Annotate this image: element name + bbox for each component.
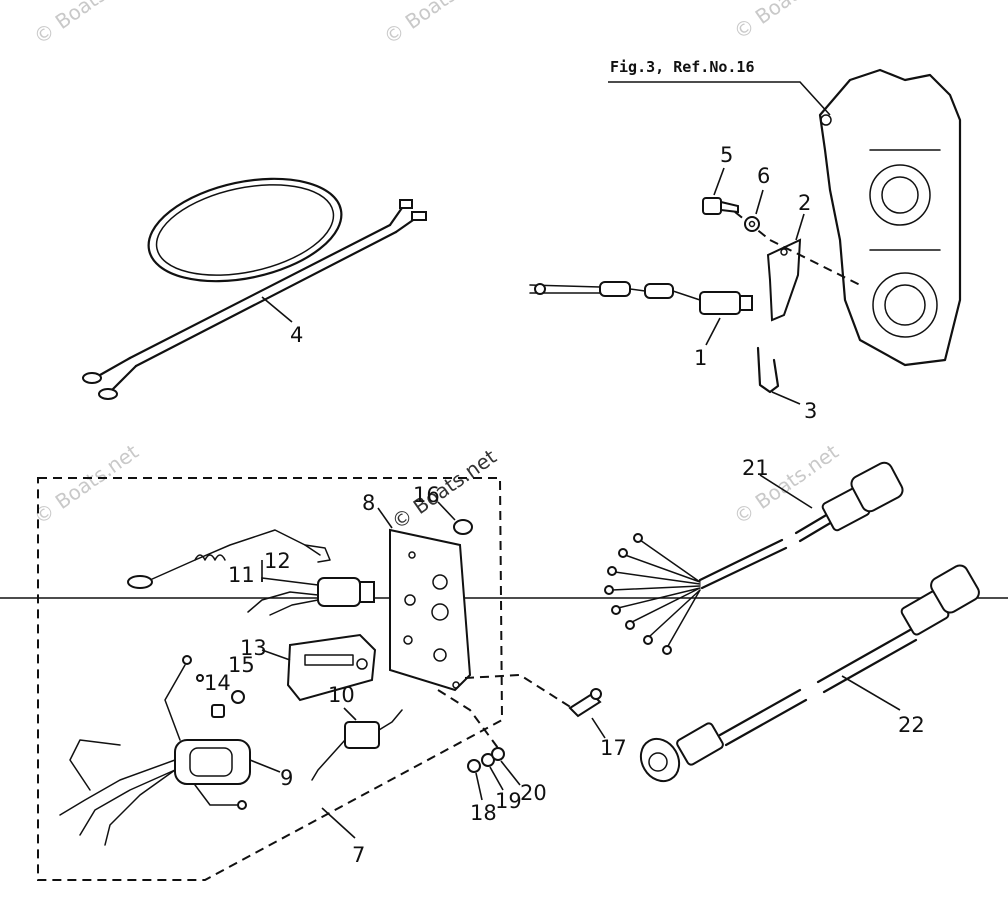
callout-19: 19 bbox=[495, 789, 522, 813]
part-21-extension-harness bbox=[604, 461, 904, 655]
watermark: © Boats.net bbox=[379, 0, 493, 49]
callout-13: 13 bbox=[240, 636, 267, 660]
part-2-bracket bbox=[766, 238, 802, 322]
callout-17: 17 bbox=[600, 736, 627, 760]
leader-16 bbox=[437, 501, 456, 521]
callout-10: 10 bbox=[328, 683, 355, 707]
leader-1 bbox=[705, 317, 721, 346]
leader-11 bbox=[261, 577, 319, 586]
callout-8: 8 bbox=[362, 491, 375, 515]
part-3-clip bbox=[756, 346, 780, 394]
leader-7 bbox=[321, 807, 356, 839]
callout-2: 2 bbox=[798, 191, 811, 215]
part-17-bolt bbox=[568, 688, 602, 718]
part-9-main-switch bbox=[59, 655, 251, 846]
assembly-line bbox=[437, 689, 499, 749]
watermark-layer: © Boats.net © Boats.net © Boats.net © Bo… bbox=[29, 0, 843, 534]
part-5-bolt bbox=[702, 197, 739, 215]
leader-3 bbox=[771, 391, 801, 405]
callout-22: 22 bbox=[898, 713, 925, 737]
part-13-switch-bracket bbox=[286, 633, 377, 702]
callout-4: 4 bbox=[290, 323, 303, 347]
part-20-washer bbox=[491, 747, 505, 761]
reference-note-leader bbox=[608, 81, 831, 116]
part-8-panel-plate bbox=[389, 528, 472, 692]
callout-20: 20 bbox=[520, 781, 547, 805]
callout-7: 7 bbox=[352, 843, 365, 867]
callout-5: 5 bbox=[720, 143, 733, 167]
leader-2 bbox=[795, 213, 805, 241]
callout-9: 9 bbox=[280, 766, 293, 790]
callout-1: 1 bbox=[694, 346, 707, 370]
part-18-nut bbox=[467, 759, 481, 773]
leader-20 bbox=[500, 760, 521, 786]
leader-13 bbox=[261, 649, 291, 661]
callout-21: 21 bbox=[742, 456, 769, 480]
leader-22 bbox=[841, 675, 901, 711]
leader-19 bbox=[489, 766, 504, 791]
leader-18 bbox=[475, 772, 483, 801]
leader-21 bbox=[759, 474, 813, 509]
part-4-wire-lead bbox=[82, 177, 427, 400]
callout-16: 16 bbox=[413, 483, 440, 507]
part-6-washer bbox=[744, 216, 760, 232]
part-12-lanyard bbox=[127, 529, 331, 589]
watermark: © Boats.net bbox=[729, 0, 843, 44]
callout-3: 3 bbox=[804, 399, 817, 423]
callout-18: 18 bbox=[470, 801, 497, 825]
part-19-washer bbox=[481, 753, 495, 767]
part-16-grommet bbox=[453, 519, 473, 535]
part-10-neutral-switch bbox=[311, 709, 403, 781]
reference-note: Fig.3, Ref.No.16 bbox=[610, 58, 755, 76]
leader-8 bbox=[377, 507, 393, 529]
watermark: © Boats.net bbox=[387, 444, 501, 534]
leader-9 bbox=[249, 759, 281, 773]
leader-6 bbox=[755, 189, 764, 215]
leader-5 bbox=[713, 167, 725, 196]
leader-4 bbox=[261, 296, 293, 323]
assembly-line bbox=[464, 673, 573, 709]
callout-11: 11 bbox=[228, 563, 255, 587]
callout-15: 15 bbox=[228, 653, 255, 677]
callout-6: 6 bbox=[757, 164, 770, 188]
engine-block-outline bbox=[818, 68, 962, 367]
part-22-extension-cable bbox=[639, 564, 980, 783]
part-1-thermo-switch bbox=[529, 281, 753, 315]
leader-10 bbox=[343, 707, 357, 721]
part-7-kit-outline bbox=[37, 477, 504, 881]
watermark: © Boats.net bbox=[29, 439, 143, 529]
callout-12: 12 bbox=[264, 549, 291, 573]
callout-14: 14 bbox=[204, 671, 231, 695]
part-11-stop-switch bbox=[247, 577, 375, 616]
watermark: © Boats.net bbox=[29, 0, 143, 49]
part-14-screw bbox=[211, 704, 225, 718]
assembly-line bbox=[769, 239, 861, 286]
leader-17 bbox=[591, 717, 606, 739]
part-15-washer bbox=[231, 690, 245, 704]
